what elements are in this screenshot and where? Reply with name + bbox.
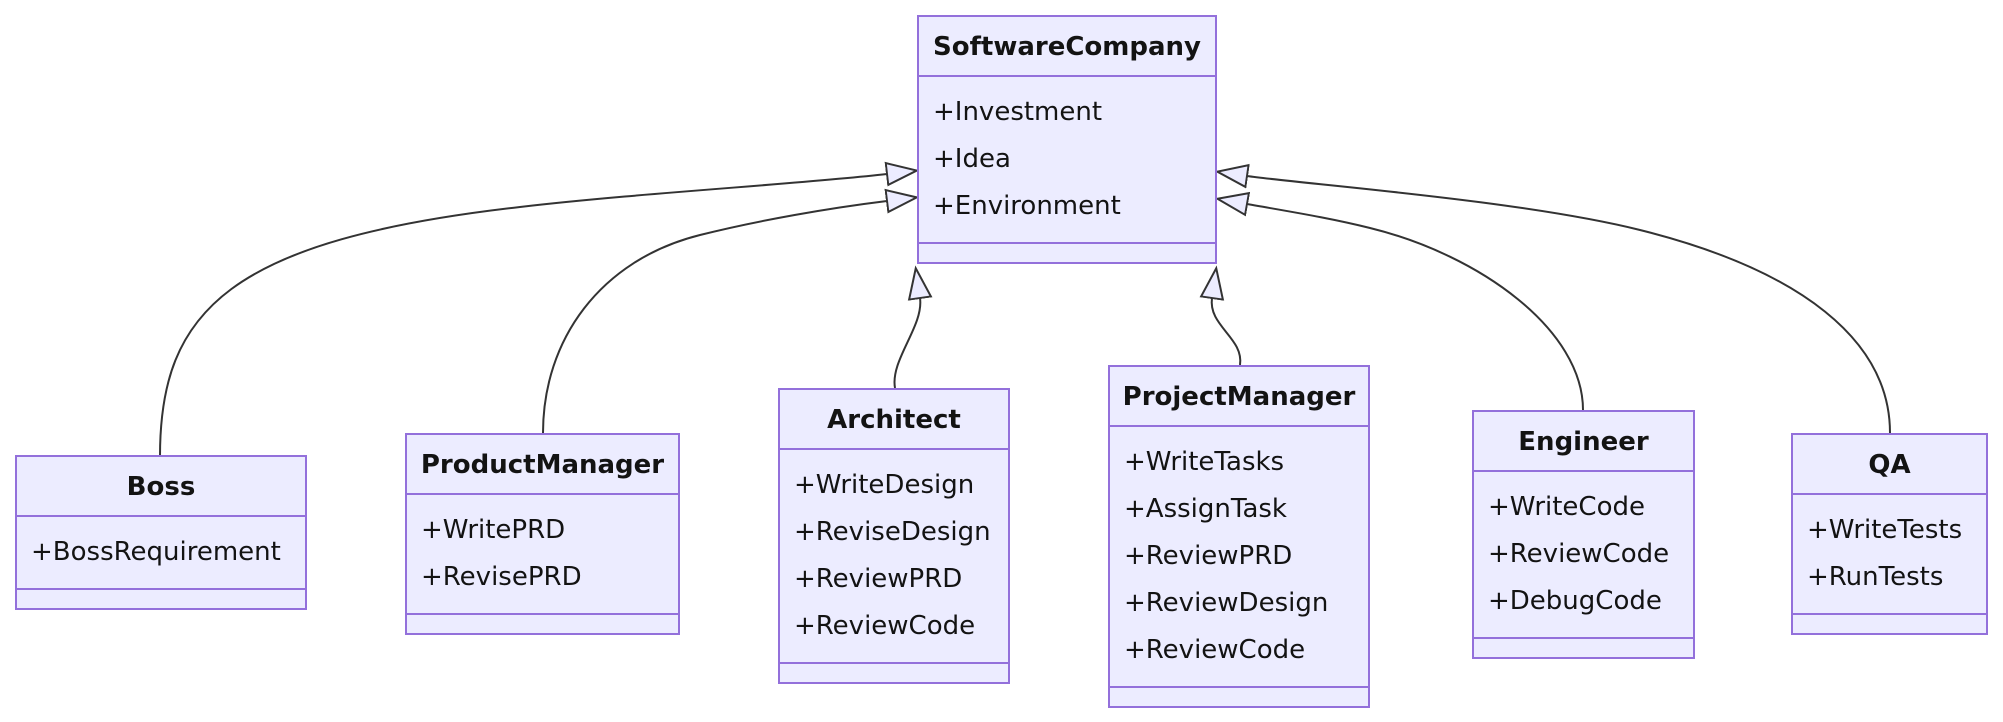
class-attribute: +RunTests: [1807, 562, 1944, 592]
class-methods-empty: [1793, 613, 1986, 633]
class-attribute: +BossRequirement: [31, 537, 281, 567]
class-attribute: +Idea: [933, 144, 1011, 174]
class-attribute: +AssignTask: [1124, 494, 1287, 524]
class-attributes: +BossRequirement: [17, 517, 305, 588]
class-methods-empty: [919, 242, 1215, 262]
class-attribute: +WriteCode: [1488, 492, 1645, 522]
class-qa: QA +WriteTests +RunTests: [1791, 433, 1988, 635]
class-projectmanager: ProjectManager +WriteTasks +AssignTask +…: [1108, 365, 1370, 708]
inheritance-arrow-architect: [893, 265, 933, 389]
class-attribute: +Environment: [933, 191, 1121, 221]
inheritance-arrow-qa: [1214, 163, 1891, 434]
class-productmanager: ProductManager +WritePRD +RevisePRD: [405, 433, 680, 635]
class-architect: Architect +WriteDesign +ReviseDesign +Re…: [778, 388, 1010, 684]
inheritance-arrow-boss: [159, 161, 920, 457]
class-attribute: +ReviewPRD: [1124, 541, 1293, 571]
class-methods-empty: [407, 613, 678, 633]
class-title: Architect: [780, 390, 1008, 450]
class-attribute: +ReviewCode: [794, 611, 976, 641]
class-boss: Boss +BossRequirement: [15, 455, 307, 610]
class-methods-empty: [17, 588, 305, 608]
inheritance-arrow-engineer: [1214, 191, 1584, 411]
class-attributes: +WriteTasks +AssignTask +ReviewPRD +Revi…: [1110, 427, 1368, 686]
class-title: Boss: [17, 457, 305, 517]
class-attribute: +WritePRD: [421, 515, 566, 545]
class-attributes: +WriteDesign +ReviseDesign +ReviewPRD +R…: [780, 450, 1008, 662]
class-attribute: +WriteTasks: [1124, 447, 1285, 477]
class-attribute: +ReviewPRD: [794, 564, 963, 594]
class-attribute: +Investment: [933, 97, 1103, 127]
class-methods-empty: [780, 662, 1008, 682]
class-attribute: +WriteTests: [1807, 515, 1963, 545]
class-softwarecompany: SoftwareCompany +Investment +Idea +Envir…: [917, 15, 1217, 264]
class-title: ProjectManager: [1110, 367, 1368, 427]
class-title: SoftwareCompany: [919, 17, 1215, 77]
inheritance-arrow-productmanager: [542, 188, 920, 434]
class-attribute: +ReviewCode: [1124, 635, 1306, 665]
class-attributes: +WritePRD +RevisePRD: [407, 495, 678, 613]
class-attributes: +WriteTests +RunTests: [1793, 495, 1986, 613]
class-title: ProductManager: [407, 435, 678, 495]
class-methods-empty: [1474, 637, 1693, 657]
class-attribute: +RevisePRD: [421, 562, 582, 592]
class-attribute: +ReviewCode: [1488, 539, 1670, 569]
class-methods-empty: [1110, 686, 1368, 706]
class-attribute: +DebugCode: [1488, 586, 1662, 616]
class-attribute: +ReviseDesign: [794, 517, 991, 547]
class-attributes: +WriteCode +ReviewCode +DebugCode: [1474, 472, 1693, 637]
class-engineer: Engineer +WriteCode +ReviewCode +DebugCo…: [1472, 410, 1695, 659]
class-title: Engineer: [1474, 412, 1693, 472]
inheritance-arrow-projectmanager: [1199, 265, 1242, 366]
class-attribute: +ReviewDesign: [1124, 588, 1329, 618]
class-title: QA: [1793, 435, 1986, 495]
class-attributes: +Investment +Idea +Environment: [919, 77, 1215, 242]
class-attribute: +WriteDesign: [794, 470, 975, 500]
